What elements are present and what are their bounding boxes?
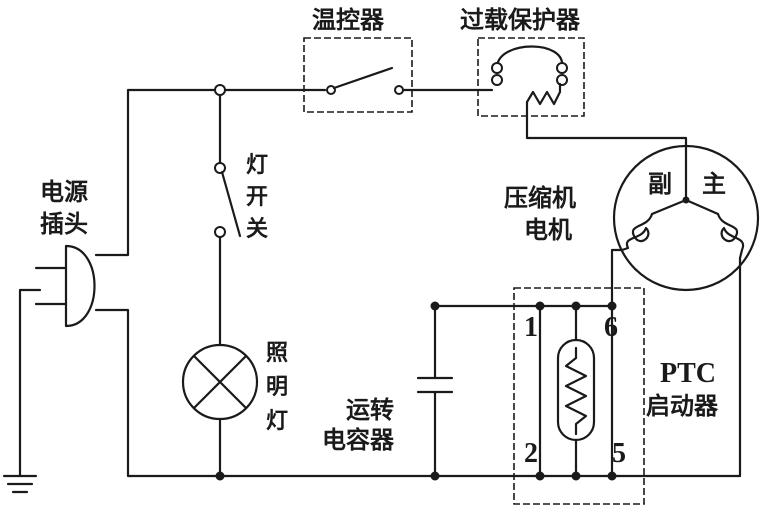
labels: 温控器 过载保护器 电源 插头 灯 开 关 照 明 灯 压缩机 电机 副 主 运… (40, 6, 726, 469)
compressor-motor (612, 144, 760, 292)
ptc-label-line2: 启动器 (646, 392, 719, 420)
run-capacitor-label-line2: 电容器 (322, 426, 395, 454)
ptc-pin-1: 1 (524, 312, 538, 343)
ptc-label-line1: PTC (660, 358, 716, 389)
lamp (181, 343, 259, 421)
motor-label-line2: 电机 (524, 216, 572, 244)
overload-label: 过载保护器 (460, 6, 581, 34)
thermostat (303, 37, 413, 113)
run-capacitor (416, 376, 454, 394)
plug-label-line1: 电源 (40, 178, 88, 206)
ptc-pin-5: 5 (612, 438, 626, 469)
lamp-switch-label-1: 灯 (246, 153, 268, 178)
main-winding-label: 主 (702, 170, 726, 198)
run-capacitor-label-line1: 运转 (346, 396, 394, 424)
aux-winding-label: 副 (648, 170, 672, 198)
overload-protector (477, 37, 585, 117)
ptc-pin-6: 6 (604, 312, 618, 343)
plug-label-line2: 插头 (40, 210, 88, 238)
lamp-label-2: 明 (266, 375, 288, 400)
wires (2, 88, 742, 494)
ptc-starter (513, 287, 645, 505)
lamp-label-1: 照 (266, 341, 288, 366)
junctions (215, 196, 690, 481)
lamp-switch-label-2: 开 (246, 185, 268, 210)
lamp-switch (214, 84, 242, 238)
power-plug (34, 244, 96, 328)
motor-label-line1: 压缩机 (504, 184, 576, 212)
thermostat-label: 温控器 (312, 6, 385, 34)
lamp-switch-label-3: 关 (246, 217, 268, 242)
lamp-label-3: 灯 (266, 409, 288, 434)
ptc-pin-2: 2 (524, 438, 538, 469)
